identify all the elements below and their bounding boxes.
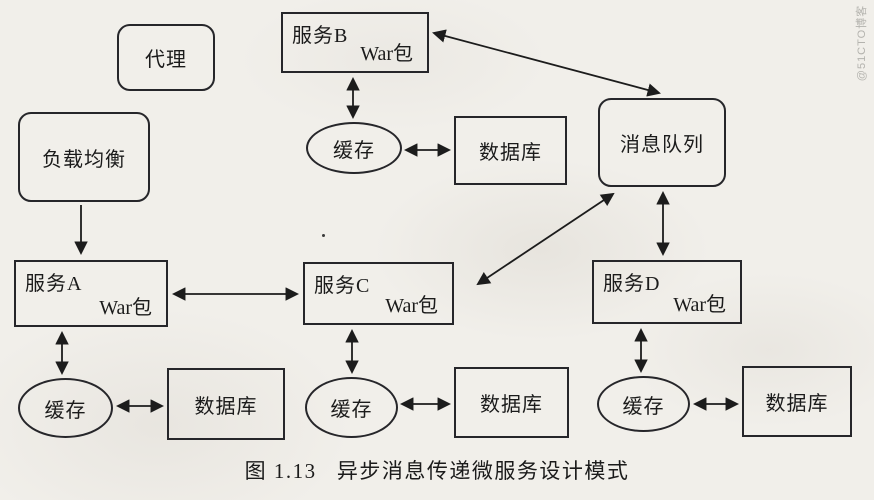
node-cache-c-label: 缓存 [330,399,373,421]
node-service-d-war-package: War包 [673,294,726,316]
node-load-balancer: 负载均衡 [18,112,150,202]
node-cache-a: 缓存 [18,378,113,438]
node-database-a-label: 数据库 [194,395,258,418]
node-service-c-label: 服务C [314,275,371,297]
watermark-51cto: @51CTO博客 [856,4,868,82]
node-service-d: 服务D War包 [592,260,742,324]
node-proxy: 代理 [117,24,215,91]
paper-speck [322,234,325,237]
node-message-queue-label: 消息队列 [620,134,704,156]
node-database-top: 数据库 [454,116,567,185]
node-service-a-label: 服务A [25,273,83,295]
node-service-a-war-package: War包 [99,297,152,319]
arrow-serviceb-messagequeue [432,29,661,97]
node-service-c: 服务C War包 [303,262,454,325]
node-cache-d: 缓存 [597,376,690,432]
node-cache-a-label: 缓存 [44,399,87,422]
node-cache-d-label: 缓存 [622,395,665,418]
node-load-balancer-label: 负载均衡 [42,148,126,171]
node-service-b-label: 服务B [292,25,349,47]
node-database-d: 数据库 [742,366,852,437]
node-proxy-label: 代理 [145,49,187,71]
node-service-b-war-package: War包 [360,43,413,65]
node-database-d-label: 数据库 [765,393,829,415]
node-cache-top: 缓存 [306,122,402,174]
node-database-c: 数据库 [454,367,569,438]
node-service-b: 服务B War包 [281,12,429,73]
node-database-c-label: 数据库 [480,394,543,416]
node-database-top-label: 数据库 [479,142,542,164]
node-service-a: 服务A War包 [14,260,168,327]
node-service-c-war-package: War包 [385,295,438,317]
node-cache-top-label: 缓存 [333,139,375,162]
node-message-queue: 消息队列 [598,98,726,187]
node-database-a: 数据库 [167,368,285,440]
node-service-d-label: 服务D [603,273,661,295]
figure-caption: 图 1.13 异步消息传递微服务设计模式 [244,459,630,483]
node-cache-c: 缓存 [305,377,398,438]
